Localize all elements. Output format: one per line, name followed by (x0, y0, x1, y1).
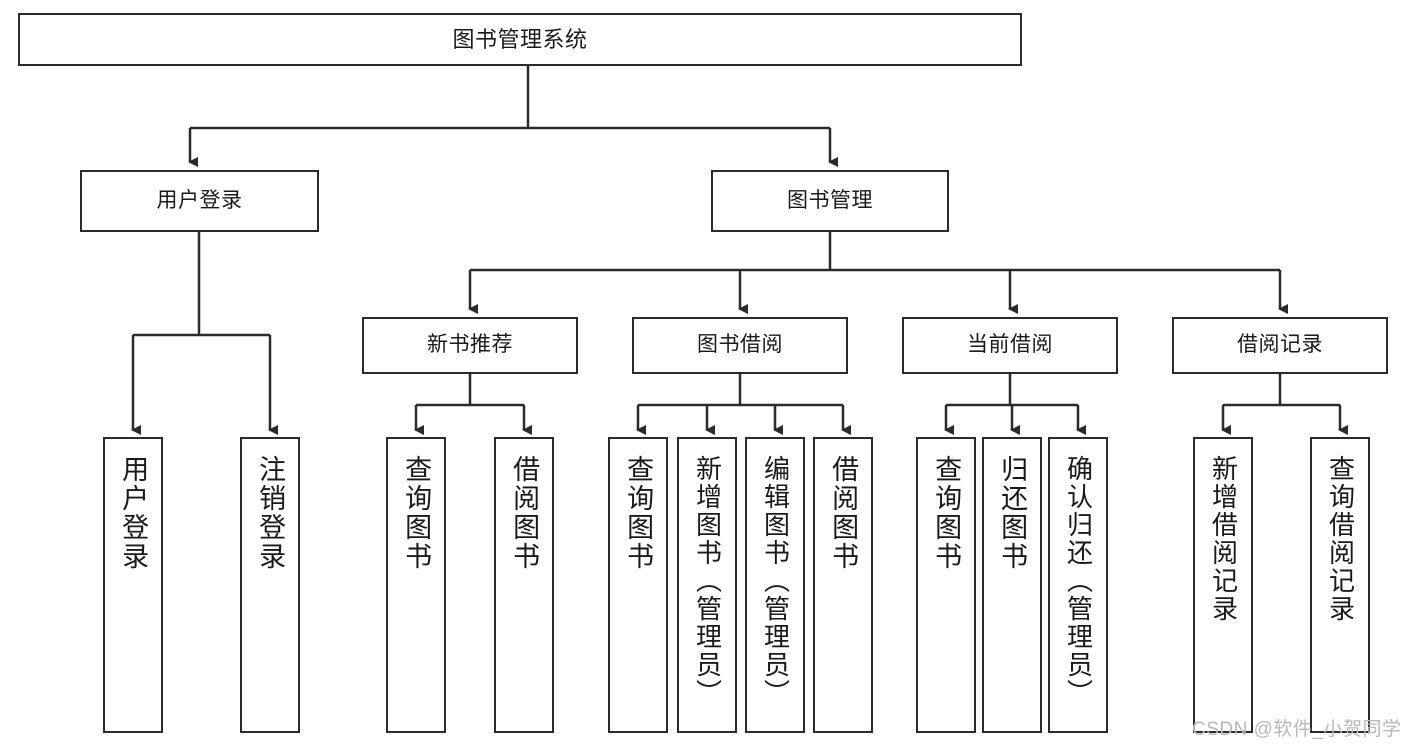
node-label: 用户登录 (156, 188, 243, 212)
node-label: 归还图书 (997, 455, 1028, 571)
node-book-management[interactable]: 图书管理 (711, 170, 949, 232)
leaf-return-book[interactable]: 归还图书 (982, 437, 1042, 733)
node-label: 借阅图书 (828, 455, 859, 571)
leaf-borrow-book[interactable]: 借阅图书 (813, 437, 873, 733)
node-label: 借阅记录 (1237, 333, 1323, 357)
node-label: 借阅图书 (509, 455, 540, 571)
node-label: 查询图书 (931, 455, 962, 571)
node-label: 图书管理系统 (452, 26, 588, 52)
node-book-borrow[interactable]: 图书借阅 (632, 317, 848, 374)
leaf-query-book-recommend[interactable]: 查询图书 (386, 437, 446, 733)
leaf-add-borrow-record[interactable]: 新增借阅记录 (1193, 437, 1253, 733)
node-label: 查询图书 (623, 455, 654, 571)
node-borrow-record[interactable]: 借阅记录 (1172, 317, 1388, 374)
node-label: 当前借阅 (967, 333, 1053, 357)
leaf-borrow-book-recommend[interactable]: 借阅图书 (494, 437, 554, 733)
leaf-add-book-admin[interactable]: 新增图书（管理员） (677, 437, 737, 733)
node-label: 查询借阅记录 (1325, 455, 1356, 623)
node-label: 确认归还（管理员） (1063, 455, 1094, 707)
node-label: 新增图书（管理员） (692, 455, 723, 707)
leaf-logout[interactable]: 注销登录 (240, 437, 300, 733)
node-label: 用户登录 (118, 455, 149, 571)
node-root-book-management-system[interactable]: 图书管理系统 (18, 13, 1022, 66)
leaf-user-login[interactable]: 用户登录 (103, 437, 163, 733)
node-current-borrow[interactable]: 当前借阅 (902, 317, 1118, 374)
node-label: 查询图书 (401, 455, 432, 571)
node-label: 注销登录 (255, 455, 286, 571)
leaf-edit-book-admin[interactable]: 编辑图书（管理员） (745, 437, 805, 733)
leaf-query-book-current[interactable]: 查询图书 (916, 437, 976, 733)
node-new-book-recommend[interactable]: 新书推荐 (362, 317, 578, 374)
node-label: 图书管理 (787, 188, 873, 212)
csdn-watermark: CSDN @软件_小贺同学 (1192, 719, 1402, 740)
node-user-login[interactable]: 用户登录 (80, 170, 319, 232)
node-label: 新书推荐 (427, 333, 513, 357)
node-label: 新增借阅记录 (1208, 455, 1239, 623)
leaf-confirm-return-admin[interactable]: 确认归还（管理员） (1048, 437, 1108, 733)
node-label: 图书借阅 (697, 333, 783, 357)
leaf-query-borrow-record[interactable]: 查询借阅记录 (1310, 437, 1370, 733)
node-label: 编辑图书（管理员） (760, 455, 791, 707)
leaf-query-book-borrow[interactable]: 查询图书 (608, 437, 668, 733)
